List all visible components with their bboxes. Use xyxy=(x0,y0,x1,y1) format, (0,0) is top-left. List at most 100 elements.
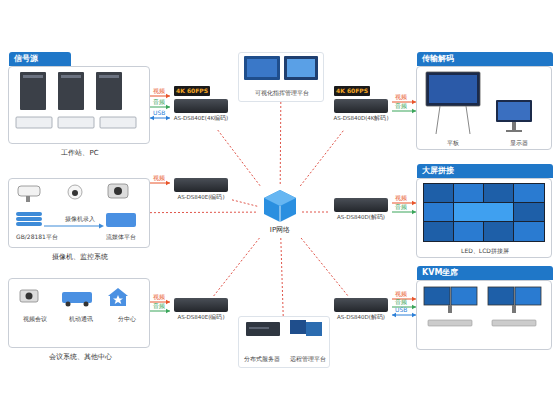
arrow-head xyxy=(99,224,104,229)
display-screen xyxy=(429,75,477,103)
caption: IP网络 xyxy=(258,226,302,234)
wall-tile xyxy=(484,222,513,241)
connector xyxy=(300,130,344,186)
codec-device: AS-DS840D(解码) xyxy=(330,196,392,228)
signal-label: 音频 xyxy=(395,103,407,109)
signal-line xyxy=(392,212,416,213)
device-body xyxy=(334,99,388,113)
signal-label: 视频 xyxy=(153,88,165,94)
item-label: 视频会议 xyxy=(13,315,57,322)
connector xyxy=(232,200,258,207)
decode-displays xyxy=(426,72,532,134)
spec-badge: 4K 60FPS xyxy=(174,86,210,96)
server xyxy=(58,117,94,128)
signal-label: 音频 xyxy=(153,99,165,105)
conference-camera xyxy=(20,290,38,302)
signal-line xyxy=(392,111,416,112)
pc-tower-slot xyxy=(61,75,81,78)
arrow-head xyxy=(392,313,396,317)
camera-stand xyxy=(26,196,30,202)
network-node: IP网络 xyxy=(258,186,302,238)
codec-device: 4K 60FPSAS-DS840E(4K编码) xyxy=(170,86,232,130)
device-label: AS-DS840D(4K解码) xyxy=(326,115,396,122)
device-label: AS-DS840D(解码) xyxy=(326,314,396,321)
van xyxy=(62,292,92,303)
heading-tab: 信号源 xyxy=(9,52,71,66)
group-box: 大屏拼接LED、LCD拼接屏 xyxy=(416,178,552,258)
codec-device: AS-DS840D(解码) xyxy=(330,296,392,328)
wall-tile xyxy=(514,184,544,202)
connector xyxy=(281,238,283,316)
heading-tab: KVM坐席 xyxy=(417,266,553,280)
signal-label: 视频 xyxy=(153,294,165,300)
connector xyxy=(280,102,282,186)
signal-line xyxy=(150,96,170,97)
connector xyxy=(150,94,170,98)
signal-line xyxy=(150,311,170,312)
arrow-head xyxy=(166,309,170,313)
screen xyxy=(284,56,318,80)
signal-label: 音频 xyxy=(153,303,165,309)
monitor xyxy=(451,287,477,305)
network-link xyxy=(300,130,344,186)
input-arrow xyxy=(44,226,100,227)
pc-tower-slot xyxy=(99,75,119,78)
spec-badge: 4K 60FPS xyxy=(334,86,370,96)
group-box: 视频会议机动通讯分中心会议系统、其他中心 xyxy=(8,278,150,348)
arrow-head xyxy=(166,116,170,120)
heading-tab: 传输解码 xyxy=(417,52,553,66)
signal-label: 音频 xyxy=(395,299,407,305)
cube xyxy=(264,190,296,222)
connector xyxy=(150,116,170,120)
dome-camera xyxy=(68,185,82,199)
signal-label: USB xyxy=(153,110,165,116)
connector xyxy=(214,238,260,296)
bullet-camera xyxy=(18,186,40,196)
monitor xyxy=(424,287,450,305)
camera-lens xyxy=(26,293,33,300)
command-screens xyxy=(244,56,318,80)
stand xyxy=(512,122,516,130)
group-box: 摄像机录入GB/28181平台流媒体平台摄像机、监控系统 xyxy=(8,178,150,248)
connector xyxy=(302,212,330,213)
distributed-servers xyxy=(246,320,322,336)
display-screen xyxy=(498,102,530,120)
item-label: 机动通讯 xyxy=(59,315,103,322)
connector xyxy=(150,309,170,313)
cube-top xyxy=(264,190,296,206)
monitor xyxy=(488,287,514,305)
item-label: LED、LCD拼接屏 xyxy=(417,247,553,254)
network-link xyxy=(280,102,282,186)
connector xyxy=(150,212,258,214)
monitor xyxy=(496,100,532,122)
wall-tile xyxy=(454,184,483,202)
signal-label: 视频 xyxy=(395,291,407,297)
kvm-seats xyxy=(424,287,541,326)
wall-tile xyxy=(454,203,513,221)
signal-label: 视频 xyxy=(395,94,407,100)
item-label: 流媒体平台 xyxy=(93,233,149,240)
camera-lens xyxy=(72,190,78,196)
star xyxy=(113,295,123,304)
ptz-camera xyxy=(108,184,128,198)
screen xyxy=(244,56,280,80)
pc-tower-slot xyxy=(23,75,43,78)
wall-tile xyxy=(484,184,513,202)
item-label: 可视化指挥管理平台 xyxy=(239,89,325,96)
group-box: 传输解码平板显示器 xyxy=(416,66,552,150)
platform-box: 分布式服务器远程管理平台 xyxy=(238,316,330,368)
camera-lens xyxy=(114,187,122,195)
caption: 工作站、PC xyxy=(9,149,151,157)
stream-platform xyxy=(106,213,136,227)
ip-cube xyxy=(264,190,296,222)
wall-tile xyxy=(514,222,544,241)
signal-label: USB xyxy=(395,307,407,313)
item-label: 远程管理平台 xyxy=(285,355,331,362)
signal-line xyxy=(392,315,416,316)
screen-content xyxy=(287,59,315,77)
item-label: 平板 xyxy=(425,139,481,146)
network-link xyxy=(281,238,283,316)
network-link xyxy=(302,212,330,213)
network-link xyxy=(150,212,258,214)
signal-label: 音频 xyxy=(395,204,407,210)
